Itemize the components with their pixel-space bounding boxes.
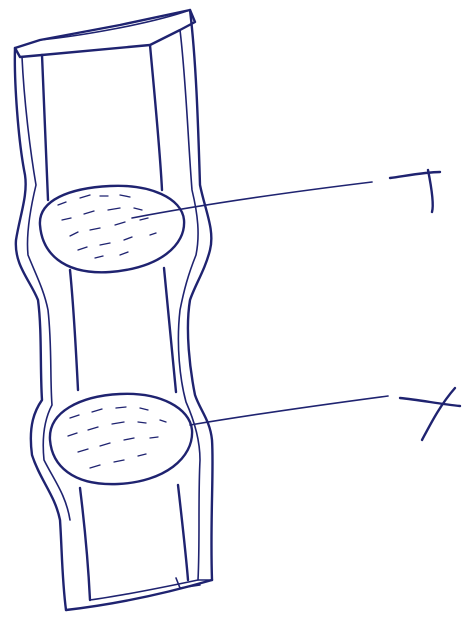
leader-line-lower — [190, 396, 388, 425]
leader-line-upper — [132, 182, 372, 218]
outer-wall-right — [178, 10, 212, 580]
upper-disc — [40, 186, 184, 272]
top-opening — [15, 10, 195, 57]
label-upper: Y — [390, 164, 440, 212]
inner-wall — [42, 45, 188, 600]
label-lower: X — [400, 388, 460, 440]
outer-wall-left — [15, 48, 70, 610]
lower-disc — [50, 394, 192, 484]
